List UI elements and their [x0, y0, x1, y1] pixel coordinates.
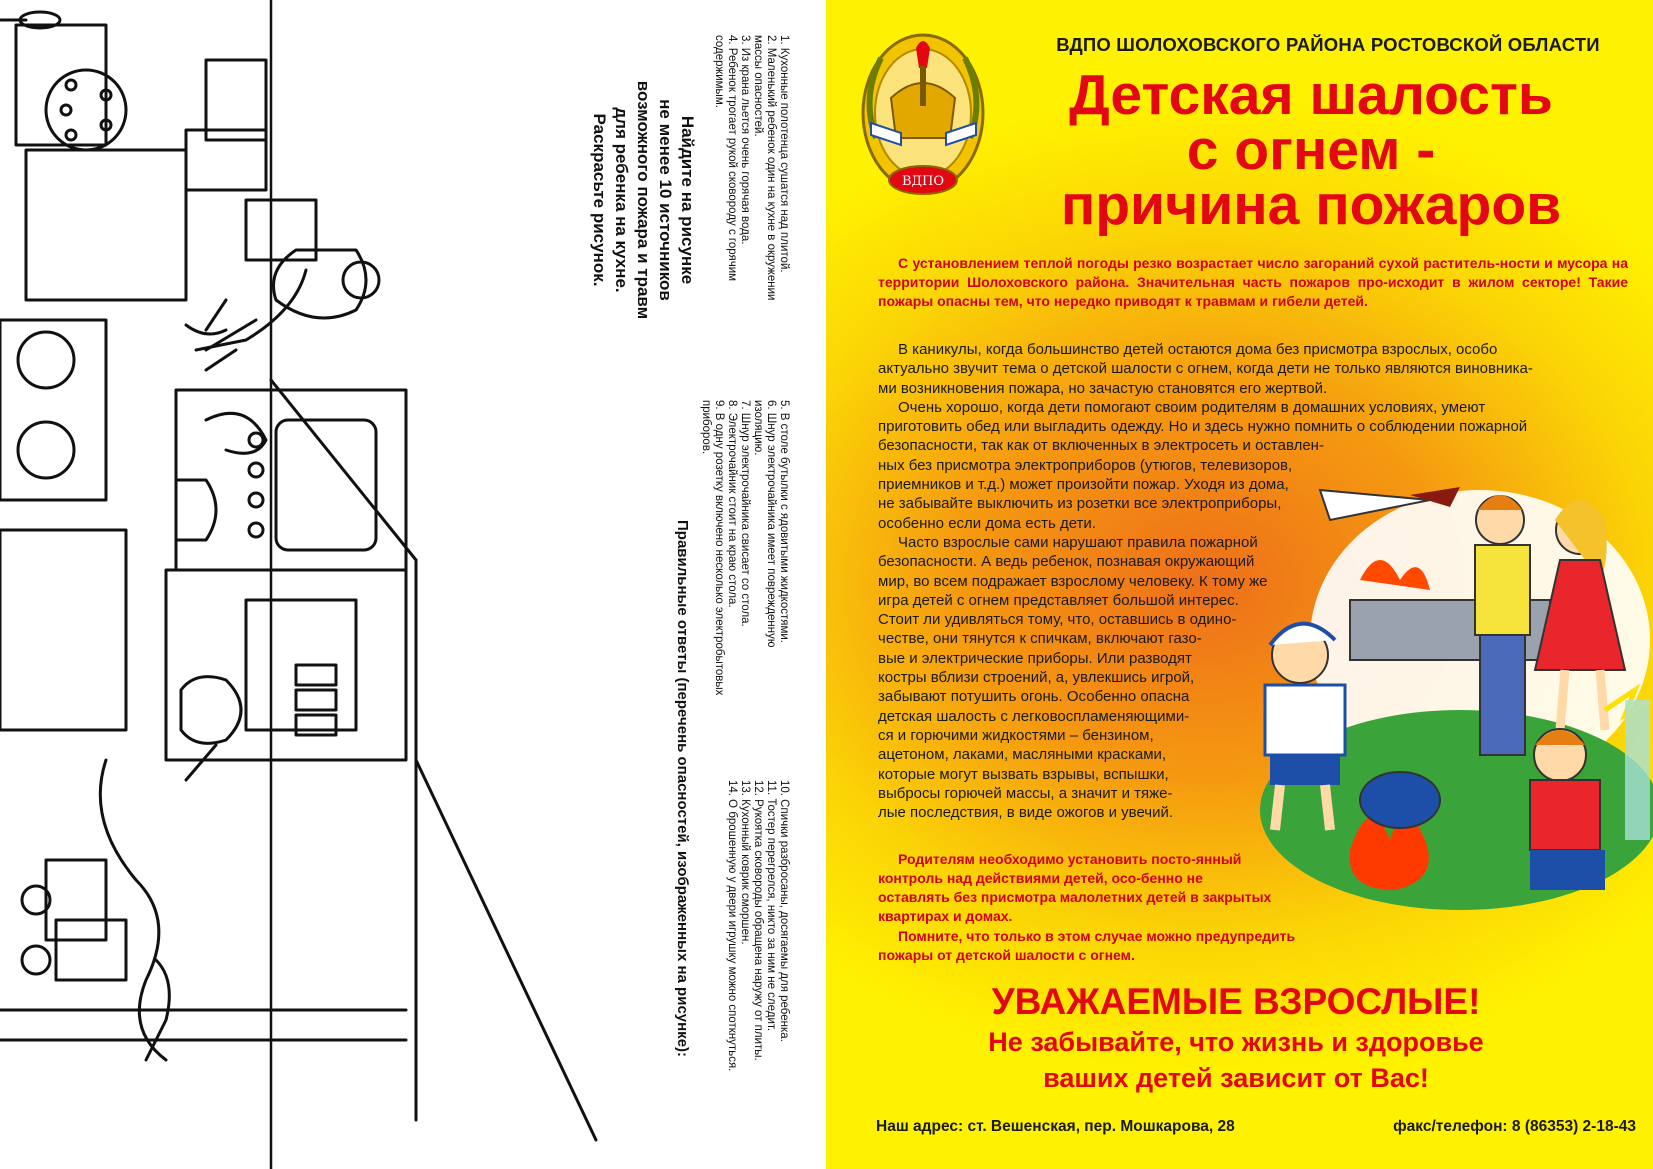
body-line: ся и горючими жидкостями – бензином, [878, 726, 1154, 744]
task-line: для ребенка на кухне. [612, 107, 631, 293]
hazard-item: 3. Из крана льется очень горячая вода. [739, 35, 751, 245]
hazards-list-1: 1. Кухонные полотенца сушатся над плитой… [712, 35, 790, 325]
coloring-page: Найдите на рисунке не менее 10 источнико… [0, 0, 826, 1169]
hazard-item: 4. Ребенок трогает рукой сковороду с гор… [726, 35, 738, 282]
body-line: не забывайте выключить из розетки все эл… [878, 495, 1282, 513]
hazard-item: 1. Кухонные полотенца сушатся над плитой… [778, 35, 790, 273]
hazard-item: содержимым. [713, 35, 725, 108]
emblem-text: ВДПО [902, 174, 944, 189]
body-line: игра детей с огнем представляет большой … [878, 591, 1239, 609]
hazard-item: 7. Шнур электрочайника свисает со стола. [739, 400, 751, 627]
kitchen-coloring-illustration [0, 0, 598, 1169]
hazard-item: 10. Спички разбросаны, досягаемы для реб… [778, 780, 790, 1042]
body-line: Очень хорошо, когда дети помогают своим … [898, 398, 1486, 416]
body-line: приготовить обед или выгладить одежду. Н… [878, 418, 1528, 436]
intro-paragraph: С установлением теплой погоды резко возр… [878, 255, 1628, 309]
body-line: В каникулы, когда большинство детей оста… [898, 341, 1498, 358]
hazard-item: массы опасностей. [752, 35, 764, 137]
body-text: В каникулы, когда большинство детей оста… [878, 340, 1628, 822]
task-line: не менее 10 источников [656, 99, 675, 301]
task-line: Раскрасьте рисунок. [590, 113, 609, 287]
body-line: выбросы горючей массы, а значит и тяже- [878, 784, 1173, 802]
body-line: мир, во всем подражает взрослому человек… [878, 572, 1268, 590]
task-line: возможного пожара и травм [634, 80, 653, 320]
children-playing-with-fire-illustration [1260, 487, 1653, 910]
hazard-item: приборов. [700, 400, 712, 455]
hazard-item: 13. Кухонный коврик сморшен. [739, 780, 751, 945]
hazard-item: 14. О брошенную у двери игрушку можно сп… [726, 780, 738, 1072]
task-line: Найдите на рисунке [678, 115, 697, 285]
headline-line: с огнем - [1186, 118, 1436, 182]
body-line: которые могут вызвать взрывы, вспышки, [878, 765, 1169, 783]
headline-line: причина пожаров [1060, 173, 1562, 237]
body-line: костры вблизи строений, а, увлекшись игр… [878, 669, 1195, 687]
body-line: безопасности, так как от включенных в эл… [878, 437, 1324, 455]
contact-footer: Наш адрес: ст. Вешенская, пер. Мошкарова… [876, 1118, 1636, 1136]
hazard-item: 11. Тостер перегрелся, никто за ним не с… [765, 780, 777, 1032]
body-line: особенно если дома есть дети. [878, 514, 1096, 532]
hazard-item: 9. В одну розетку включено несколько эле… [713, 400, 725, 696]
hazard-item: 8. Электрочайник стоит на краю стола. [726, 400, 738, 608]
parents-warning: Родителям необходимо установить посто-ян… [878, 851, 1272, 924]
coloring-task: Найдите на рисунке не менее 10 источнико… [588, 30, 698, 370]
hazards-list-2: 5. В столе бутылки с ядовитыми жидкостям… [699, 400, 790, 700]
body-line: Стоит ли удивляться тому, что, оставшись… [878, 611, 1237, 629]
appeal-line: ваших детей зависит от Вас! [1043, 1063, 1429, 1093]
poster-page: ВДПО ВДПО ШОЛОХОВСКОГО РАЙОНА РОСТОВСКОЙ… [826, 0, 1653, 1169]
parents-reminder: Помните, что только в этом случае можно … [878, 928, 1296, 963]
body-line: ных без присмотра электроприборов (утюго… [878, 456, 1293, 474]
body-line: честве, они тянутся к спичкам, включают … [878, 630, 1202, 648]
body-line: актуально звучит тема о детской шалости … [878, 360, 1533, 378]
coloring-page-rotated: Найдите на рисунке не менее 10 источнико… [0, 0, 826, 1169]
headline-line: Детская шалость [1069, 63, 1553, 127]
body-line: лые последствия, в виде ожогов и увечий. [878, 804, 1174, 822]
phone-text: факс/телефон: 8 (86353) 2-18-43 [1393, 1118, 1636, 1135]
appeal-title: УВАЖАЕМЫЕ ВЗРОСЛЫЕ! [991, 981, 1481, 1022]
hazard-item: 5. В столе бутылки с ядовитыми жидкостям… [778, 400, 790, 643]
vdpo-emblem-icon: ВДПО [861, 33, 985, 195]
appeal-block: УВАЖАЕМЫЕ ВЗРОСЛЫЕ! Не забывайте, что жи… [866, 980, 1606, 1096]
body-line: вые и электрические приборы. Или разводя… [878, 649, 1192, 667]
hazard-item: 12. Рукоятка сковороды обращена наружу о… [752, 780, 764, 1061]
poster-headline: Детская шалость с огнем - причина пожаро… [996, 63, 1626, 237]
hazard-item: 6. Шнур электрочайника имеет поврежденну… [752, 400, 777, 648]
appeal-line: Не забывайте, что жизнь и здоровье [988, 1027, 1484, 1057]
body-line: детская шалость с легковоспламеняющими- [878, 707, 1190, 725]
body-line: приемников и т.д.) может произойти пожар… [878, 476, 1289, 494]
body-line: забывают потушить огонь. Особенно опасна [878, 688, 1190, 706]
hazards-list-3: 10. Спички разбросаны, досягаемы для реб… [725, 780, 790, 1160]
body-line: Часто взрослые сами нарушают правила пож… [898, 533, 1258, 551]
organization-name: ВДПО ШОЛОХОВСКОГО РАЙОНА РОСТОВСКОЙ ОБЛА… [1056, 34, 1600, 55]
hazard-item: 2. Маленький ребенок один на кухне в окр… [765, 35, 777, 301]
answers-title: Правильные ответы (перечень опасностей, … [674, 520, 691, 1058]
address-text: Наш адрес: ст. Вешенская, пер. Мошкарова… [876, 1118, 1235, 1135]
body-line: ми возникновения пожара, но зачастую ста… [878, 379, 1328, 397]
body-line: ацетоном, лаками, масляными красками, [878, 746, 1167, 764]
body-line: безопасности. А ведь ребенок, познавая о… [878, 553, 1255, 571]
